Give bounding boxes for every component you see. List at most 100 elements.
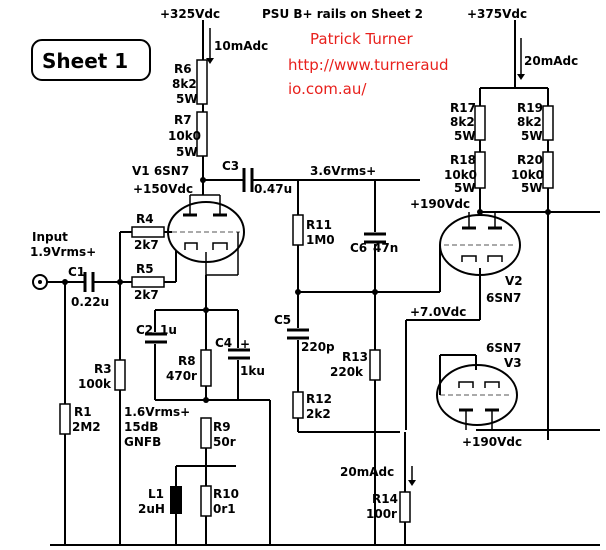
r17-power: 5W bbox=[454, 129, 476, 143]
tube-v3-type: 6SN7 bbox=[486, 341, 521, 355]
feedback-db: 15dB bbox=[124, 420, 158, 434]
c3-value: 0.47u bbox=[254, 182, 292, 196]
tube-v1 bbox=[167, 194, 245, 263]
r11-ref: R11 bbox=[306, 218, 332, 232]
r20-ref: R20 bbox=[517, 153, 543, 167]
resistor-r12 bbox=[292, 391, 304, 419]
r17-ref: R17 bbox=[450, 101, 476, 115]
feedback-level: 1.6Vrms+ bbox=[124, 405, 190, 419]
supply-right-label: +375Vdc bbox=[467, 7, 527, 21]
resistor-r1 bbox=[59, 403, 71, 435]
input-level: 1.9Vrms+ bbox=[30, 245, 96, 259]
right-supply-branch: 20mAdc R17 8k2 5W R19 8k2 5W R18 10k0 5W… bbox=[444, 20, 600, 440]
inductor-l1 bbox=[170, 486, 182, 514]
v1-anode-voltage: +150Vdc bbox=[133, 182, 193, 196]
r10-ref: R10 bbox=[213, 487, 239, 501]
r8-value: 470r bbox=[166, 369, 197, 383]
r19-value: 8k2 bbox=[517, 115, 542, 129]
c4-value: 1ku bbox=[240, 364, 265, 378]
r10-value: 0r1 bbox=[213, 502, 236, 516]
c1-ref: C1 bbox=[68, 265, 85, 279]
r3-ref: R3 bbox=[94, 362, 112, 376]
resistor-r8 bbox=[200, 349, 212, 387]
resistor-r17 bbox=[474, 105, 486, 141]
r11-value: 1M0 bbox=[306, 233, 335, 247]
r7-value: 10k0 bbox=[168, 129, 201, 143]
capacitor-c3: C3 0.47u bbox=[203, 159, 420, 196]
resistor-r6 bbox=[196, 59, 208, 105]
left-supply-branch: 10mAdc R6 8k2 5W R7 10k0 5W bbox=[168, 20, 268, 195]
r6-ref: R6 bbox=[174, 62, 192, 76]
r4-value: 2k7 bbox=[134, 238, 159, 252]
r3-value: 100k bbox=[78, 377, 112, 391]
current-left: 10mAdc bbox=[214, 39, 268, 53]
resistor-r13 bbox=[369, 349, 381, 381]
r19-ref: R19 bbox=[517, 101, 543, 115]
tube-v3 bbox=[436, 364, 518, 430]
r4-ref: R4 bbox=[136, 212, 154, 226]
r20-power: 5W bbox=[521, 181, 543, 195]
v3-cathode-bias: +7.0Vdc bbox=[410, 305, 466, 319]
resistor-r4: R4 2k7 bbox=[119, 212, 172, 282]
c5-value: 220p bbox=[301, 340, 335, 354]
title: PSU B+ rails on Sheet 2 bbox=[262, 7, 423, 21]
url-line-2: io.com.au/ bbox=[288, 80, 367, 98]
r5-value: 2k7 bbox=[134, 288, 159, 302]
c2-value: 1u bbox=[160, 323, 177, 337]
r12-ref: R12 bbox=[306, 392, 332, 406]
feedback-type: GNFB bbox=[124, 435, 161, 449]
r18-value: 10k0 bbox=[444, 168, 477, 182]
c4-ref: C4 bbox=[215, 336, 232, 350]
author: Patrick Turner bbox=[310, 30, 414, 48]
tube-v3-label: V3 bbox=[504, 356, 522, 370]
c2-ref: C2 bbox=[136, 323, 153, 337]
r12-value: 2k2 bbox=[306, 407, 331, 421]
r20-value: 10k0 bbox=[511, 168, 544, 182]
resistor-r11 bbox=[292, 214, 304, 246]
r7-power: 5W bbox=[176, 145, 198, 159]
r1-value: 2M2 bbox=[72, 420, 101, 434]
c6-value: 47n bbox=[373, 241, 398, 255]
v3-anode-voltage: +190Vdc bbox=[462, 435, 522, 449]
c5-ref: C5 bbox=[274, 313, 291, 327]
r13-value: 220k bbox=[330, 365, 364, 379]
r14-ref: R14 bbox=[372, 492, 398, 506]
resistor-r19 bbox=[542, 105, 554, 141]
r5-ref: R5 bbox=[136, 262, 154, 276]
input-label: Input bbox=[32, 230, 68, 244]
r8-ref: R8 bbox=[178, 354, 196, 368]
signal-level: 3.6Vrms+ bbox=[310, 164, 376, 178]
supply-left-label: +325Vdc bbox=[160, 7, 220, 21]
resistor-r14 bbox=[399, 491, 411, 523]
url-line-1: http://www.turneraud bbox=[288, 56, 449, 74]
current-bottom: 20mAdc bbox=[340, 465, 394, 479]
c1-value: 0.22u bbox=[71, 295, 109, 309]
c6-ref: C6 bbox=[350, 241, 367, 255]
r13-ref: R13 bbox=[342, 350, 368, 364]
r18-ref: R18 bbox=[450, 153, 476, 167]
tube-v1-label: V1 6SN7 bbox=[132, 164, 189, 178]
current-right: 20mAdc bbox=[524, 54, 578, 68]
tube-v2-label: V2 bbox=[505, 274, 523, 288]
l1-value: 2uH bbox=[138, 502, 165, 516]
resistor-r10 bbox=[200, 485, 212, 517]
r9-value: 50r bbox=[213, 435, 236, 449]
r9-ref: R9 bbox=[213, 420, 231, 434]
r14-value: 100r bbox=[366, 507, 397, 521]
resistor-r20 bbox=[542, 151, 554, 189]
v2-anode-voltage: +190Vdc bbox=[410, 197, 470, 211]
r6-power: 5W bbox=[176, 92, 198, 106]
r6-value: 8k2 bbox=[172, 77, 197, 91]
resistor-r9 bbox=[200, 417, 212, 449]
c4-plus: + bbox=[240, 337, 250, 351]
r18-power: 5W bbox=[454, 181, 476, 195]
l1-ref: L1 bbox=[148, 487, 164, 501]
sheet-label-box bbox=[31, 39, 151, 81]
r17-value: 8k2 bbox=[450, 115, 475, 129]
tube-v2 bbox=[439, 212, 521, 276]
tube-v2-type: 6SN7 bbox=[486, 291, 521, 305]
r1-ref: R1 bbox=[74, 405, 92, 419]
sheet-label: Sheet 1 bbox=[42, 49, 128, 73]
